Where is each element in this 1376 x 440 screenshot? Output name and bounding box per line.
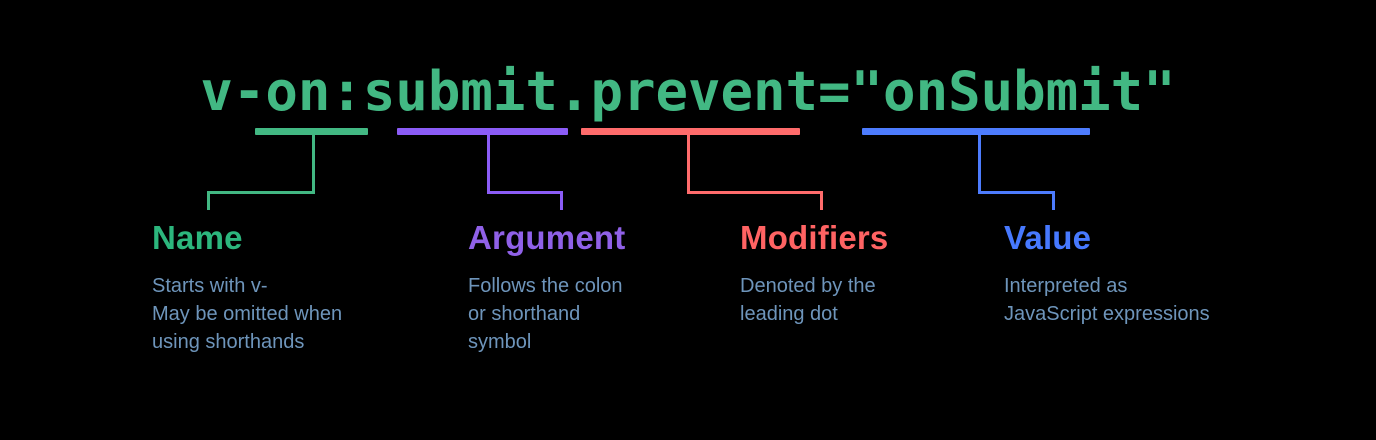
connector-stem-name (312, 135, 315, 191)
label-description-value: Interpreted as JavaScript expressions (1004, 275, 1210, 325)
connector-stem-modifiers (687, 135, 690, 191)
label-title-value: Value (1004, 219, 1092, 256)
connector-drop-modifiers (820, 191, 823, 210)
connector-drop-value (1052, 191, 1055, 210)
segment-underline-name (255, 128, 368, 135)
connector-drop-argument (560, 191, 563, 210)
segment-underline-argument (397, 128, 568, 135)
connector-run-name (207, 191, 315, 194)
directive-code-line: v-on:submit.prevent="onSubmit" (200, 60, 1176, 123)
label-description-argument: Follows the colon or shorthand symbol (468, 275, 623, 353)
connector-run-value (978, 191, 1055, 194)
connector-run-argument (487, 191, 563, 194)
label-title-name: Name (152, 219, 243, 256)
connector-stem-argument (487, 135, 490, 191)
label-description-name: Starts with v- May be omitted when using… (152, 275, 343, 353)
segment-underline-modifiers (581, 128, 800, 135)
connector-stem-value (978, 135, 981, 191)
label-title-modifiers: Modifiers (740, 219, 889, 256)
label-description-modifiers: Denoted by the leading dot (740, 275, 876, 325)
segment-underline-value (862, 128, 1090, 135)
connector-run-modifiers (687, 191, 823, 194)
label-title-argument: Argument (468, 219, 626, 256)
connector-drop-name (207, 191, 210, 210)
